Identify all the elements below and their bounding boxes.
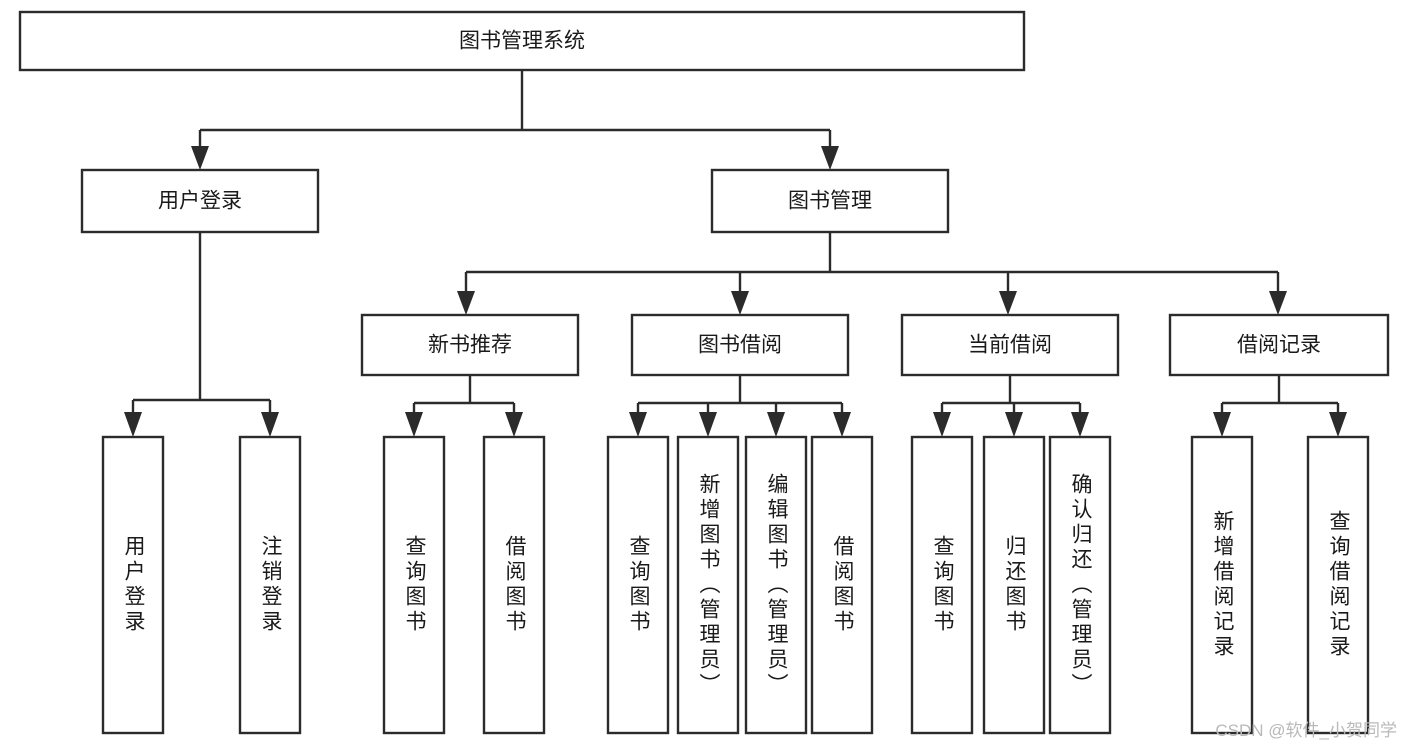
node-leaf-borrow-book-1-box[interactable] bbox=[482, 435, 546, 735]
node-leaf-return-book-box[interactable] bbox=[982, 435, 1046, 735]
node-leaf-edit-book-box[interactable] bbox=[744, 435, 808, 735]
node-current-borrow[interactable]: 当前借阅 bbox=[900, 313, 1120, 377]
node-book-borrow-label: 图书借阅 bbox=[698, 334, 782, 357]
arrowhead-book-borrow bbox=[731, 291, 749, 315]
node-user-login[interactable]: 用户登录 bbox=[80, 168, 320, 234]
arrowhead-leaf-borrow-book-2 bbox=[833, 412, 851, 437]
arrowhead-leaf-edit-book bbox=[767, 412, 785, 437]
csdn-watermark: CSDN @软件_小贺同学 bbox=[1215, 721, 1397, 740]
node-book-borrow-box[interactable] bbox=[630, 313, 850, 377]
arrowhead-user-login bbox=[191, 146, 209, 170]
node-borrow-record[interactable]: 借阅记录 bbox=[1168, 313, 1390, 377]
node-book-manage-label: 图书管理 bbox=[788, 190, 872, 213]
arrowhead-leaf-return-book bbox=[1005, 412, 1023, 437]
arrowhead-leaf-logout bbox=[261, 412, 279, 437]
node-borrow-record-box[interactable] bbox=[1168, 313, 1390, 377]
arrowhead-leaf-add-book bbox=[699, 412, 717, 437]
connector-group bbox=[124, 70, 1347, 437]
arrowhead-leaf-borrow-book-1 bbox=[505, 412, 523, 437]
arrowhead-new-book-recommend bbox=[457, 291, 475, 315]
node-book-borrow[interactable]: 图书借阅 bbox=[630, 313, 850, 377]
leaf-node-group bbox=[101, 435, 1370, 735]
node-leaf-logout-box[interactable] bbox=[238, 435, 302, 735]
arrowhead-borrow-record bbox=[1269, 291, 1287, 315]
node-leaf-query-book-2-box[interactable] bbox=[606, 435, 670, 735]
node-root-box[interactable] bbox=[18, 10, 1026, 72]
node-new-book-recommend-label: 新书推荐 bbox=[428, 334, 512, 357]
arrowhead-leaf-query-book-2 bbox=[629, 412, 647, 437]
node-root-label: 图书管理系统 bbox=[459, 30, 585, 53]
arrowhead-leaf-add-record bbox=[1213, 412, 1231, 437]
node-leaf-confirm-return-box[interactable] bbox=[1048, 435, 1112, 735]
node-leaf-query-book-3-box[interactable] bbox=[910, 435, 974, 735]
node-borrow-record-label: 借阅记录 bbox=[1237, 334, 1321, 357]
node-user-login-box[interactable] bbox=[80, 168, 320, 234]
node-book-manage[interactable]: 图书管理 bbox=[710, 168, 950, 234]
node-leaf-borrow-book-2-box[interactable] bbox=[810, 435, 874, 735]
node-leaf-query-book-1-box[interactable] bbox=[382, 435, 446, 735]
arrowhead-book-manage bbox=[821, 146, 839, 170]
node-leaf-add-record-box[interactable] bbox=[1190, 435, 1254, 735]
node-book-manage-box[interactable] bbox=[710, 168, 950, 234]
node-leaf-add-book-box[interactable] bbox=[676, 435, 740, 735]
node-new-book-recommend-box[interactable] bbox=[360, 313, 580, 377]
node-root[interactable]: 图书管理系统 bbox=[18, 10, 1026, 72]
arrowhead-leaf-query-record bbox=[1329, 412, 1347, 437]
arrowhead-leaf-query-book-1 bbox=[405, 412, 423, 437]
node-current-borrow-label: 当前借阅 bbox=[968, 334, 1052, 357]
node-user-login-label: 用户登录 bbox=[158, 190, 242, 213]
node-current-borrow-box[interactable] bbox=[900, 313, 1120, 377]
arrowhead-leaf-confirm-return bbox=[1071, 412, 1089, 437]
node-leaf-query-record-box[interactable] bbox=[1306, 435, 1370, 735]
node-leaf-user-login-box[interactable] bbox=[101, 435, 165, 735]
node-new-book-recommend[interactable]: 新书推荐 bbox=[360, 313, 580, 377]
arrowhead-leaf-query-book-3 bbox=[933, 412, 951, 437]
arrowhead-current-borrow bbox=[999, 291, 1017, 315]
arrowhead-leaf-user-login bbox=[124, 412, 142, 437]
